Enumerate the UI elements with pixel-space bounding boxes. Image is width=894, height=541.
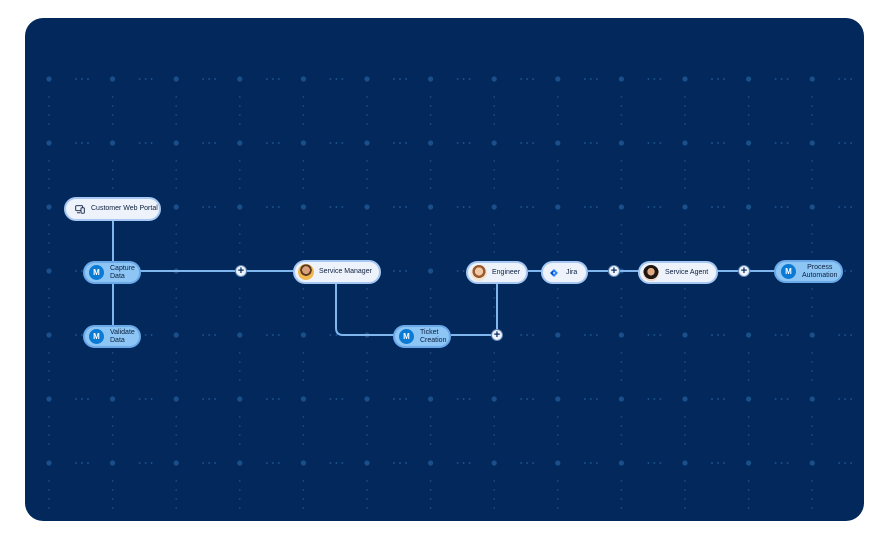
jira-icon bbox=[549, 268, 559, 278]
node-label: Jira bbox=[566, 268, 578, 276]
node-engineer[interactable]: Engineer bbox=[466, 261, 528, 284]
node-service-manager[interactable]: Service Manager bbox=[293, 260, 381, 284]
add-step-button[interactable]: + bbox=[491, 329, 503, 341]
mulesoft-logo-icon: M bbox=[89, 265, 104, 280]
node-label: Capture Data bbox=[110, 264, 135, 280]
node-label: Process Automation bbox=[802, 263, 838, 279]
node-label: Customer Web Portal bbox=[91, 205, 158, 212]
person-avatar bbox=[471, 264, 487, 281]
node-service-agent[interactable]: Service Agent bbox=[638, 261, 718, 284]
plus-icon: + bbox=[740, 264, 748, 277]
node-label: Service Manager bbox=[319, 268, 372, 275]
mulesoft-logo-icon: M bbox=[89, 329, 104, 344]
plus-icon: + bbox=[237, 264, 245, 277]
node-ticket-creation[interactable]: M Ticket Creation bbox=[393, 325, 451, 348]
add-step-button[interactable]: + bbox=[235, 265, 247, 277]
connector-service-manager-to-ticket bbox=[335, 284, 395, 336]
node-label: Engineer bbox=[492, 268, 521, 276]
node-customer-web-portal[interactable]: Customer Web Portal bbox=[64, 197, 161, 221]
mulesoft-logo-icon: M bbox=[781, 264, 796, 279]
person-avatar bbox=[298, 264, 314, 280]
monitor-icon bbox=[75, 204, 85, 214]
node-validate-data[interactable]: M Validate Data bbox=[83, 325, 141, 348]
mulesoft-logo-icon: M bbox=[399, 329, 414, 344]
flow-canvas: Customer Web Portal M Capture Data M Val… bbox=[25, 18, 864, 521]
node-process-automation[interactable]: M Process Automation bbox=[774, 260, 843, 283]
node-capture-data[interactable]: M Capture Data bbox=[83, 261, 141, 284]
node-label: Service Agent bbox=[665, 268, 709, 276]
person-avatar bbox=[643, 264, 659, 281]
plus-icon: + bbox=[493, 328, 501, 341]
plus-icon: + bbox=[610, 264, 618, 277]
connector-ticket-to-engineer bbox=[451, 284, 498, 336]
dot-grid-background bbox=[46, 76, 853, 509]
node-label: Ticket Creation bbox=[420, 328, 447, 344]
add-step-button[interactable]: + bbox=[738, 265, 750, 277]
add-step-button[interactable]: + bbox=[608, 265, 620, 277]
node-jira[interactable]: Jira bbox=[541, 261, 588, 284]
node-label: Validate Data bbox=[110, 328, 135, 344]
